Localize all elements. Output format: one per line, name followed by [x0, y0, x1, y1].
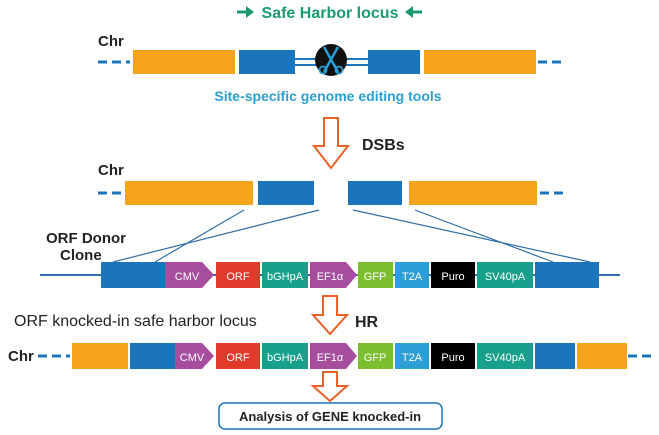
bghpa-box: [262, 343, 308, 369]
puro-box: [431, 262, 475, 288]
gfp-box: [358, 343, 393, 369]
exon-blue-right: [535, 343, 575, 369]
exon-blue-left: [239, 50, 295, 74]
exon-blue-right: [348, 181, 402, 205]
gfp-box: [358, 262, 393, 288]
t2a-label: T2A: [402, 271, 423, 283]
puro-box: [431, 343, 475, 369]
sv40pa-label: SV40pA: [485, 352, 526, 364]
subtitle-text: Site-specific genome editing tools: [214, 88, 441, 104]
ef1a-arrow: [310, 262, 357, 288]
exon-blue-left: [258, 181, 314, 205]
exon-orange-right: [577, 343, 627, 369]
cmv-label: CMV: [180, 352, 205, 364]
cmv-label: CMV: [175, 271, 200, 283]
ef1a-label: EF1α: [317, 352, 344, 364]
chromosome-1: [98, 50, 565, 74]
ef1a-arrow: [310, 343, 357, 369]
cmv-arrow: [165, 262, 214, 288]
homology-lines: [112, 209, 591, 263]
analysis-box: Analysis of GENE knocked-in: [218, 402, 443, 430]
title-text: Safe Harbor locus: [262, 5, 399, 22]
donor-label-line1: ORF Donor: [46, 230, 126, 247]
orf-box: [216, 262, 260, 288]
exon-orange-left: [133, 50, 235, 74]
homology-arm-left: [101, 262, 165, 288]
hr-label: HR: [355, 314, 379, 331]
exon-blue-left: [130, 343, 175, 369]
chr-label-2: Chr: [98, 162, 124, 179]
title-right-arrow: [405, 6, 422, 18]
orf-box: [216, 343, 260, 369]
chr-label-3: Chr: [8, 348, 34, 365]
t2a-box: [395, 343, 429, 369]
puro-label: Puro: [441, 271, 464, 283]
puro-label: Puro: [441, 352, 464, 364]
analysis-label: Analysis of GENE knocked-in: [239, 409, 421, 424]
sv40pa-label: SV40pA: [485, 271, 526, 283]
orf-label: ORF: [226, 352, 250, 364]
knockin-title: ORF knocked-in safe harbor locus: [14, 313, 257, 330]
t2a-box: [395, 262, 429, 288]
analysis-arrow: [310, 371, 350, 403]
donor-label-line2: Clone: [60, 247, 102, 264]
exon-orange-right: [424, 50, 536, 74]
sv40pa-box: [477, 343, 533, 369]
exon-orange-left: [72, 343, 128, 369]
orf-label: ORF: [226, 271, 250, 283]
scissors-icon: [315, 44, 347, 76]
exon-orange-right: [409, 181, 537, 205]
sv40pa-box: [477, 262, 533, 288]
gfp-label: GFP: [364, 352, 387, 364]
gfp-label: GFP: [364, 271, 387, 283]
bghpa-label: bGHpA: [267, 352, 304, 364]
hr-arrow: [310, 295, 350, 336]
exon-blue-right: [368, 50, 420, 74]
chromosome-2: [98, 181, 566, 205]
cmv-arrow: [175, 343, 214, 369]
donor-clone: CMV ORF bGHpA EF1α GFP T2A Puro SV40pA: [40, 262, 620, 288]
dsbs-arrow: [311, 117, 351, 170]
dsbs-label: DSBs: [362, 137, 405, 154]
knockin-chromosome: CMV ORF bGHpA EF1α GFP T2A Puro SV40pA: [38, 343, 655, 369]
ef1a-label: EF1α: [317, 271, 344, 283]
bghpa-box: [262, 262, 308, 288]
exon-orange-left: [125, 181, 253, 205]
title-left-arrow: [237, 6, 254, 18]
homology-arm-right: [535, 262, 599, 288]
bghpa-label: bGHpA: [267, 271, 304, 283]
chr-label-1: Chr: [98, 33, 124, 50]
t2a-label: T2A: [402, 352, 423, 364]
